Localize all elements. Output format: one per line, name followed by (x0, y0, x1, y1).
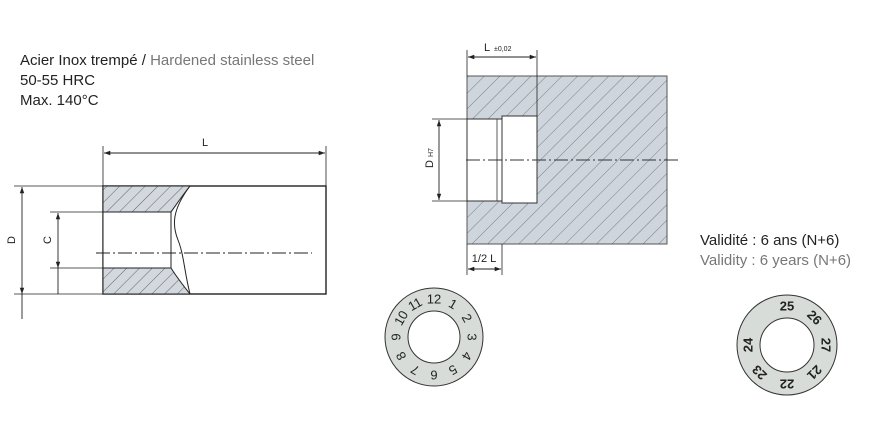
dial-label: 27 (819, 338, 834, 352)
installation-section-view: L ±0,02 D H7 1/2 L (424, 42, 680, 275)
year-dial-hole (759, 317, 815, 373)
month-dial-hole (407, 310, 461, 364)
material-en: Hardened stainless steel (150, 52, 315, 69)
dial-label: 10 (391, 308, 411, 328)
dial-label: 6 (430, 368, 437, 383)
housing-insert (501, 115, 538, 204)
material-fr: Acier Inox trempé (20, 52, 138, 69)
break-line (173, 185, 191, 295)
dial-label: 9 (389, 333, 404, 340)
hardness-caption: 50-55 HRC (20, 72, 96, 89)
inner-diameter-label: C (42, 236, 54, 244)
bore-label: D (424, 160, 436, 168)
material-separator: / (137, 52, 151, 69)
dial-label: 3 (465, 333, 480, 340)
half-length-label: 1/2 L (472, 253, 496, 265)
bore-fit: H7 (428, 148, 435, 157)
length-label: L (484, 42, 490, 54)
validity-english: Validity : 6 years (N+6) (700, 252, 852, 269)
validity-french: Validité : 6 ans (N+6) (700, 232, 840, 249)
bore-outline (102, 211, 172, 269)
dial-label: 12 (427, 292, 441, 307)
bushing-section-view: L D C (6, 137, 327, 319)
dial-label: 11 (405, 294, 424, 314)
outer-diameter-label: D (6, 236, 18, 244)
material-caption: Acier Inox trempé / Hardened stainless s… (20, 51, 314, 71)
length-tolerance: ±0,02 (494, 46, 512, 53)
dial-label: 25 (780, 299, 794, 314)
max-temperature-caption: Max. 140°C (20, 92, 99, 109)
dial-label: 22 (780, 377, 794, 392)
dial-label: 24 (741, 337, 756, 352)
length-label: L (202, 137, 208, 149)
